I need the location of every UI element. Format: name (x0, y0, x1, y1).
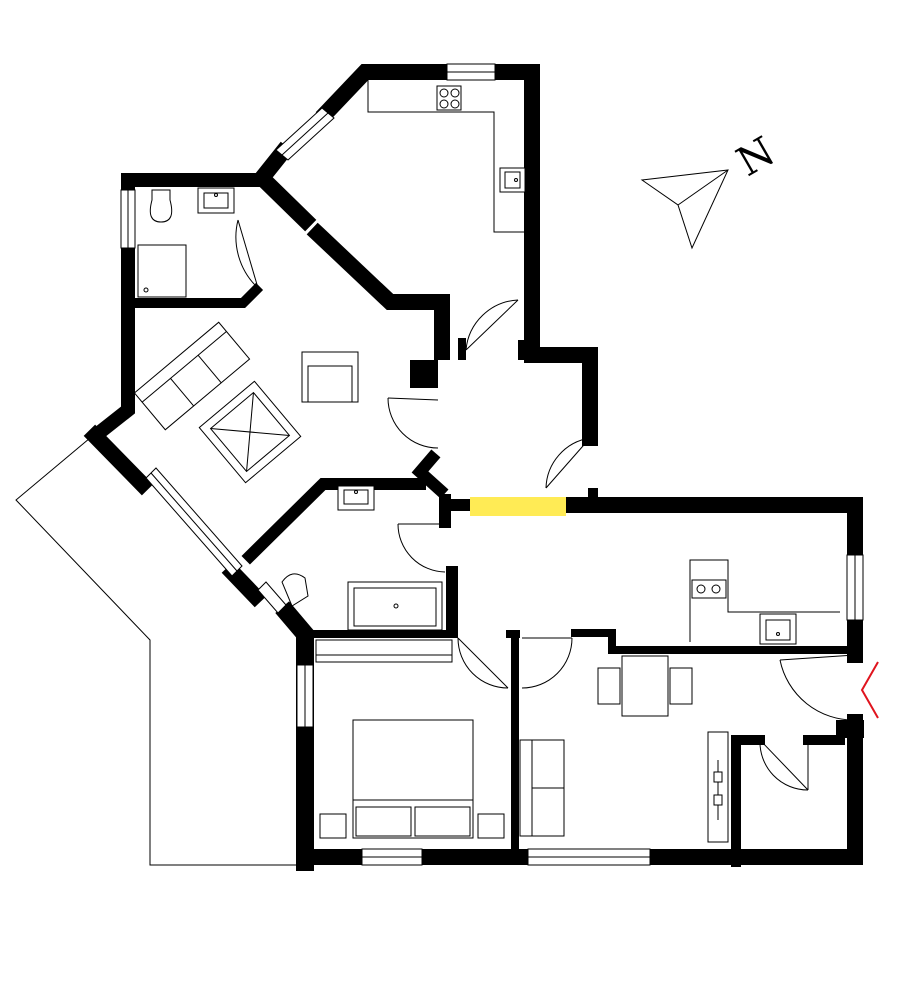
wall-bottom-right (642, 714, 863, 865)
dining-chair-right-icon (669, 667, 693, 705)
wall-living-outer-2 (221, 561, 267, 608)
armchair-icon (301, 351, 359, 403)
highlighted-wall-segment (470, 497, 566, 516)
sofa-living-icon (133, 321, 251, 431)
north-arrow-icon: N (640, 128, 783, 250)
coffee-table-icon (198, 380, 302, 484)
entrance-marker (860, 661, 879, 719)
window-bath-mid-diag (257, 581, 287, 614)
bathtub-icon (347, 581, 443, 631)
wall-pillar-right (518, 340, 532, 360)
wall-kitchen-right-bottom (571, 629, 859, 654)
wall-bathroom-bottom (127, 282, 264, 308)
wall-entry-pillar (836, 720, 864, 738)
dining-table-icon (621, 655, 669, 717)
wall-right-top (560, 497, 863, 563)
walls (83, 64, 864, 871)
doors (235, 219, 856, 791)
wall-bed-pillar (506, 630, 520, 638)
wall-closet (731, 735, 765, 867)
wall-pillar-top (458, 338, 466, 360)
shower-left-icon (137, 244, 187, 298)
nightstand-right-icon (477, 813, 505, 839)
furniture (133, 80, 840, 843)
dining-chair-left-icon (597, 667, 621, 705)
wall-left (85, 241, 135, 446)
kitchen-counter-top (367, 80, 525, 233)
toilet-left-icon (149, 189, 173, 223)
wall-corner-bottom-left (275, 601, 314, 871)
wall-living-bottom (411, 449, 449, 499)
wardrobe-icon (315, 639, 453, 663)
wall-hall-pillar (588, 488, 598, 508)
wall-living-outer (83, 424, 154, 496)
kitchen-counter-right (689, 559, 840, 642)
wall-kitchen-top-right (487, 64, 598, 446)
nightstand-left-icon (319, 813, 347, 839)
terrace-outline (15, 432, 296, 866)
wall-living-pillar (410, 360, 438, 388)
north-label: N (729, 128, 782, 185)
wall-kitchen-top (315, 64, 455, 124)
wall-bath-mid-top (241, 478, 426, 565)
bed-icon (352, 719, 474, 839)
wall-kitchen-diag (306, 222, 450, 360)
stove-right-icon (691, 579, 727, 599)
sink-bathroom-left-icon (197, 187, 235, 214)
toilet-mid-icon (281, 573, 309, 607)
windows (120, 63, 864, 866)
